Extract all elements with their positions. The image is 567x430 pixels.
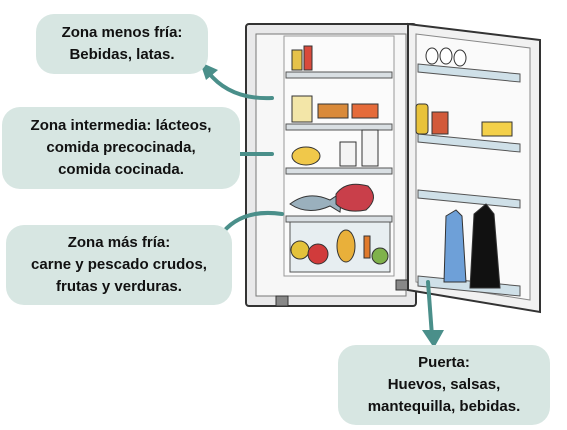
zone-items: carne y pescado crudos,	[31, 256, 207, 273]
vegetables-icon	[290, 229, 389, 265]
butter-icon	[481, 121, 513, 137]
zone-title: Puerta:	[418, 354, 470, 371]
arrowhead-icon	[422, 330, 444, 348]
zone-title: Zona más fría:	[67, 234, 171, 251]
bottle-icon	[443, 203, 501, 289]
arrow-icon	[206, 70, 274, 101]
cheese-icon	[291, 129, 379, 167]
egg-icon	[425, 47, 467, 67]
zone-items: comida cocinada.	[58, 161, 184, 178]
zone-less-cold-label: Zona menos fría: Bebidas, latas.	[36, 14, 208, 74]
zone-items: Bebidas, latas.	[69, 46, 175, 63]
zone-intermediate-label: Zona intermedia: lácteos, comida precoci…	[2, 107, 240, 189]
fridge-icon	[245, 23, 417, 307]
precooked-food-icons	[291, 95, 379, 123]
zone-items: frutas y verduras.	[56, 278, 182, 295]
zone-items: comida precocinada,	[46, 139, 196, 156]
sauce-icons	[415, 103, 449, 135]
meat-icon	[335, 183, 374, 212]
can-icons	[291, 45, 313, 71]
zone-title: Zona menos fría:	[61, 24, 183, 41]
zone-items: Huevos, salsas,	[387, 376, 501, 393]
arrow-icon	[426, 280, 434, 338]
zone-coldest-label: Zona más fría: carne y pescado crudos, f…	[6, 225, 232, 305]
door-zone-label: Puerta: Huevos, salsas, mantequilla, beb…	[338, 345, 550, 425]
fridge-door	[407, 22, 541, 314]
zone-items: mantequilla, bebidas.	[367, 398, 521, 415]
zone-title: Zona intermedia: lácteos,	[30, 117, 212, 134]
